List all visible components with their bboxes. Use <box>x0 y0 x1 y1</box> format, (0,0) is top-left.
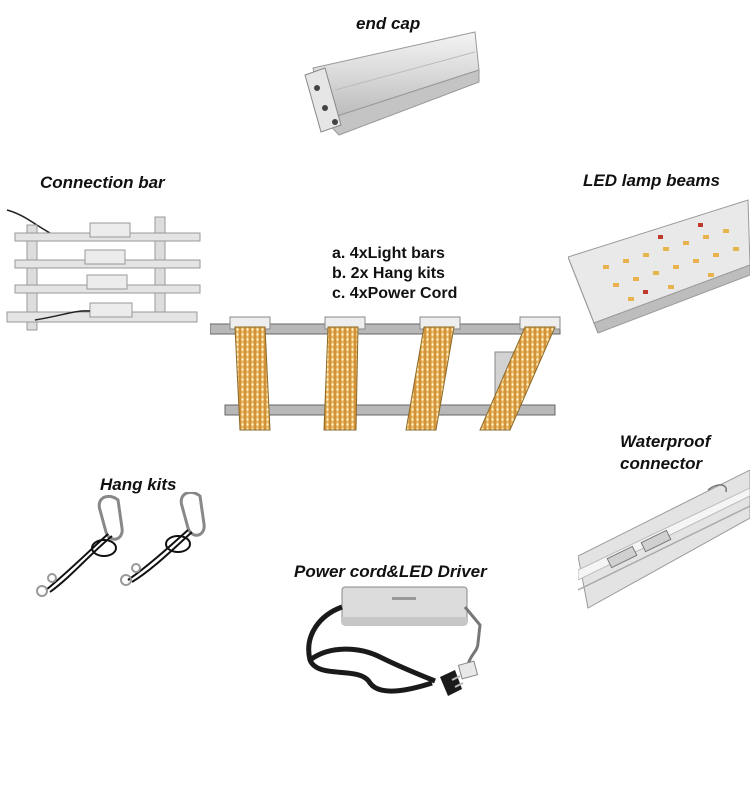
label-waterproof-connector-2: connector <box>620 454 703 473</box>
label-led-lamp-beams: LED lamp beams <box>583 171 720 190</box>
hang-kits-image <box>36 492 206 597</box>
contents-item-light-bars: a. 4xLight bars <box>332 245 445 262</box>
light-fixture-image <box>210 316 561 431</box>
contents-item-power-cord: c. 4xPower Cord <box>332 285 458 302</box>
label-power-cord-driver: Power cord&LED Driver <box>294 562 487 581</box>
waterproof-connector-image <box>578 470 750 609</box>
led-lamp-beam-image <box>568 199 750 334</box>
connection-bar-image <box>6 209 201 331</box>
label-waterproof-connector-1: Waterproof <box>620 432 711 451</box>
end-cap-image <box>304 31 480 136</box>
power-cord-driver-image <box>306 586 482 696</box>
package-contents-list: a. 4xLight bars b. 2x Hang kits c. 4xPow… <box>332 244 457 304</box>
label-connection-bar: Connection bar <box>40 173 165 192</box>
label-hang-kits: Hang kits <box>100 475 177 494</box>
contents-item-hang-kits: b. 2x Hang kits <box>332 265 445 282</box>
label-end-cap: end cap <box>356 14 421 33</box>
